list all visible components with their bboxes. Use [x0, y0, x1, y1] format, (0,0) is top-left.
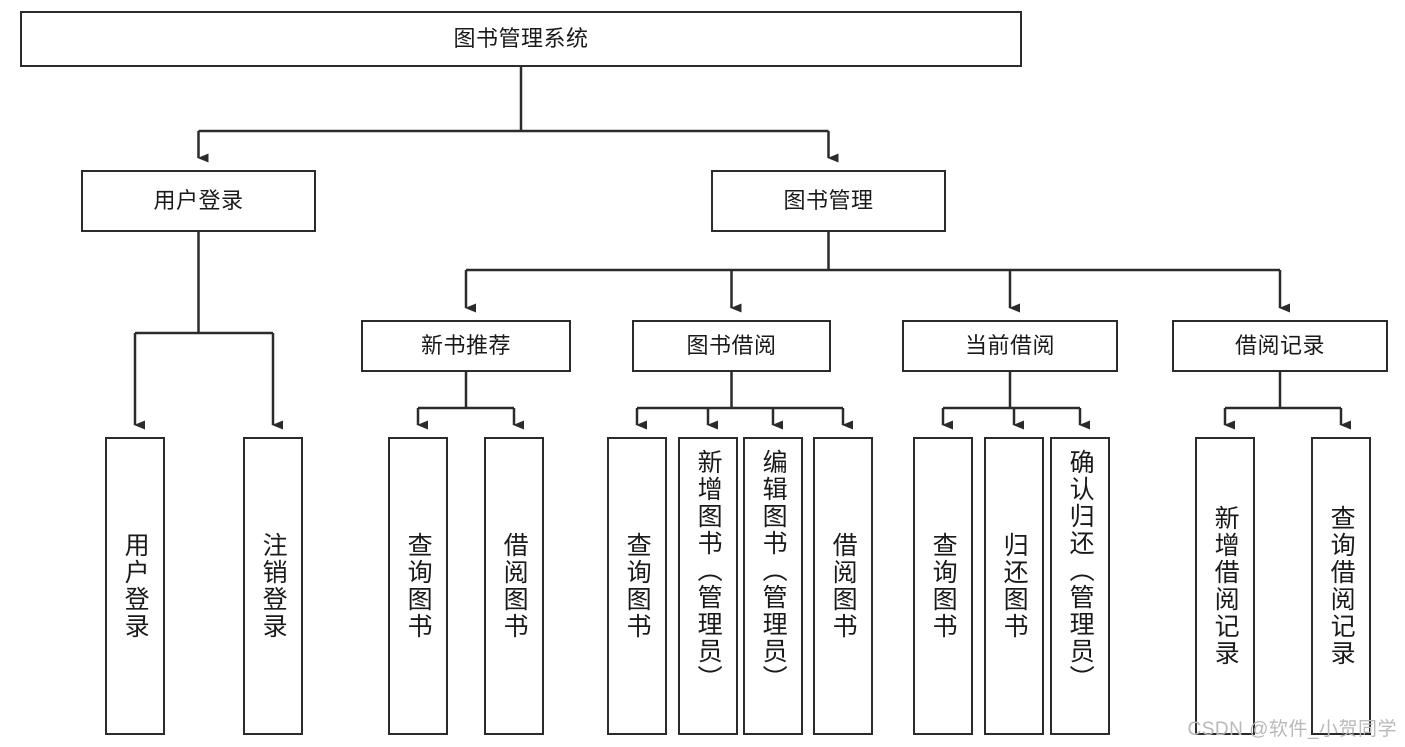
- node-leaf-query-borrow-record[interactable]: 查询借阅记录: [1311, 437, 1371, 735]
- node-leaf-confirm-return-label: 确认归还（管理员）: [1066, 449, 1095, 692]
- node-leaf-query-book-current-label: 查询图书: [929, 532, 958, 640]
- node-current-borrow-label: 当前借阅: [964, 333, 1055, 359]
- node-leaf-query-book-borrow-label: 查询图书: [623, 532, 652, 640]
- node-leaf-query-book-recommend[interactable]: 查询图书: [388, 437, 448, 735]
- node-leaf-add-borrow-record-label: 新增借阅记录: [1211, 505, 1240, 667]
- node-leaf-query-book-current[interactable]: 查询图书: [913, 437, 973, 735]
- node-leaf-borrow-book-recommend-label: 借阅图书: [500, 532, 529, 640]
- node-book-borrow-label: 图书借阅: [686, 333, 777, 359]
- node-leaf-borrow-book-label: 借阅图书: [829, 532, 858, 640]
- node-leaf-edit-book[interactable]: 编辑图书（管理员）: [743, 437, 803, 735]
- node-user-login[interactable]: 用户登录: [81, 170, 316, 232]
- node-leaf-query-book-recommend-label: 查询图书: [404, 532, 433, 640]
- watermark-text: CSDN @软件_小贺同学: [1187, 719, 1397, 740]
- node-leaf-borrow-book[interactable]: 借阅图书: [813, 437, 873, 735]
- node-leaf-borrow-book-recommend[interactable]: 借阅图书: [484, 437, 544, 735]
- node-leaf-user-logout[interactable]: 注销登录: [243, 437, 303, 735]
- node-leaf-return-book-label: 归还图书: [1000, 532, 1029, 640]
- node-book-borrow[interactable]: 图书借阅: [632, 320, 831, 372]
- node-current-borrow[interactable]: 当前借阅: [902, 320, 1118, 372]
- node-leaf-add-borrow-record[interactable]: 新增借阅记录: [1195, 437, 1255, 735]
- node-leaf-add-book-label: 新增图书（管理员）: [694, 449, 723, 692]
- node-user-login-label: 用户登录: [153, 188, 244, 214]
- node-book-manage[interactable]: 图书管理: [711, 170, 946, 232]
- node-leaf-edit-book-label: 编辑图书（管理员）: [759, 449, 788, 692]
- node-borrow-record-label: 借阅记录: [1234, 333, 1325, 359]
- node-leaf-user-logout-label: 注销登录: [259, 532, 288, 640]
- node-leaf-query-book-borrow[interactable]: 查询图书: [607, 437, 667, 735]
- node-root[interactable]: 图书管理系统: [20, 11, 1022, 67]
- node-leaf-return-book[interactable]: 归还图书: [984, 437, 1044, 735]
- node-new-book-recommend[interactable]: 新书推荐: [361, 320, 571, 372]
- node-leaf-query-borrow-record-label: 查询借阅记录: [1327, 505, 1356, 667]
- node-borrow-record[interactable]: 借阅记录: [1172, 320, 1388, 372]
- node-root-label: 图书管理系统: [453, 26, 589, 52]
- node-leaf-confirm-return[interactable]: 确认归还（管理员）: [1050, 437, 1110, 735]
- node-leaf-add-book[interactable]: 新增图书（管理员）: [678, 437, 738, 735]
- node-new-book-recommend-label: 新书推荐: [420, 333, 511, 359]
- node-book-manage-label: 图书管理: [783, 188, 874, 214]
- node-leaf-user-login[interactable]: 用户登录: [105, 437, 165, 735]
- node-leaf-user-login-label: 用户登录: [121, 532, 150, 640]
